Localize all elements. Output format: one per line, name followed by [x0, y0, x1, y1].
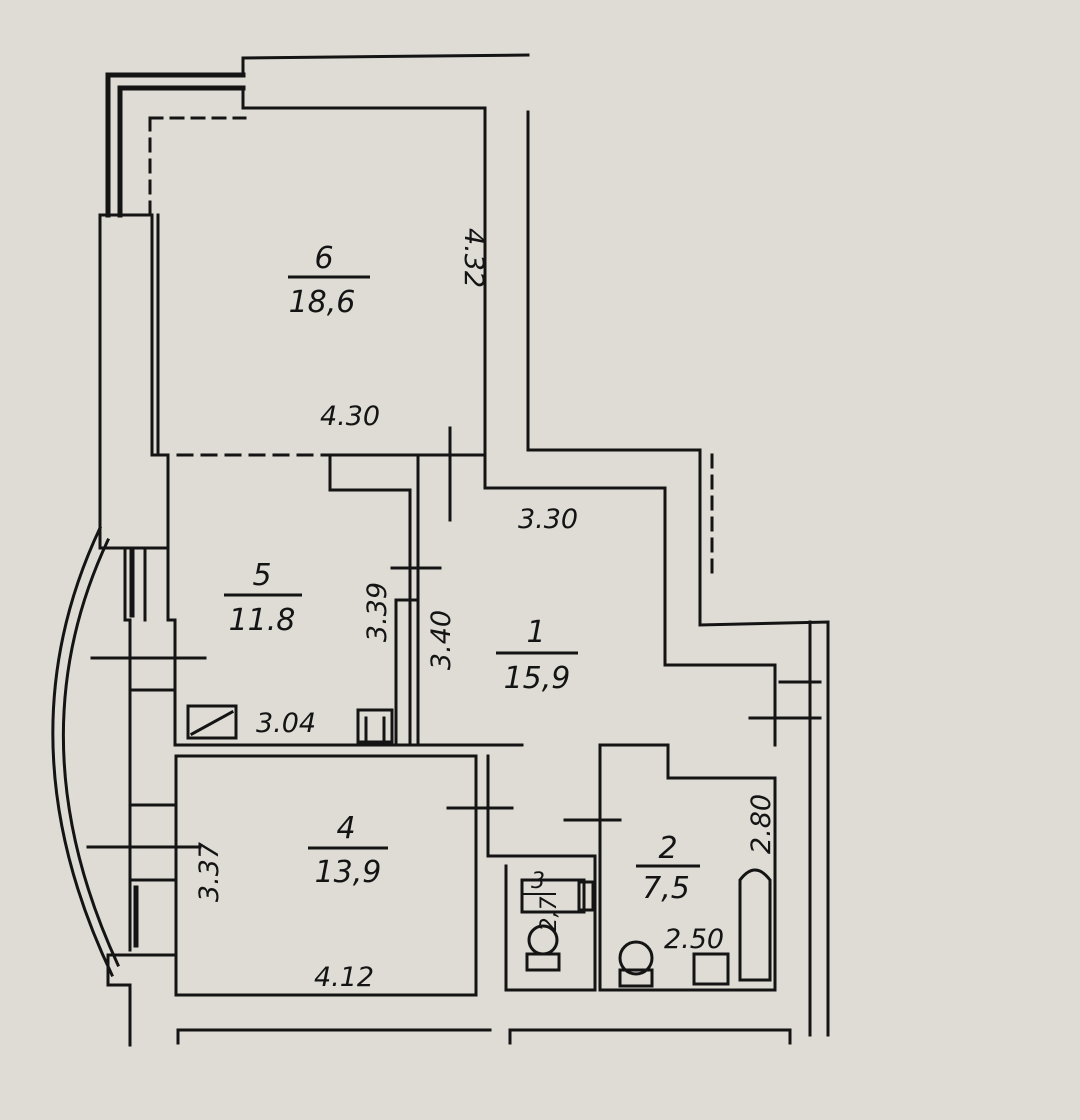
- room-3-number: 3: [531, 869, 545, 894]
- walls: [51, 53, 830, 1047]
- room-2-number: 2: [658, 831, 677, 866]
- room-6-label: 6 18,6: [288, 241, 370, 320]
- room-3-label: 3 2,7: [522, 869, 562, 932]
- room-1-number: 1: [526, 615, 545, 650]
- room-5-label: 5 11.8: [224, 558, 302, 638]
- room-3-area: 2,7: [537, 897, 562, 932]
- room-1-width-dim: 3.30: [518, 504, 578, 535]
- room-2-area: 7,5: [642, 871, 690, 906]
- room-5-number: 5: [252, 558, 271, 593]
- room-4-area: 13,9: [315, 855, 382, 890]
- room-1-label: 1 15,9: [496, 615, 578, 696]
- room-4-walls: [174, 754, 514, 997]
- room-2-width-dim: 2.50: [664, 924, 724, 955]
- room-4-height-dim: 3.37: [194, 842, 225, 902]
- room-1-area: 15,9: [504, 661, 571, 696]
- room-4-label: 4 13,9: [308, 811, 388, 890]
- bathroom-walls: [486, 680, 822, 992]
- room-5-walls: [166, 453, 524, 747]
- room-6-width-dim: 4.30: [320, 401, 380, 432]
- room-5-height-dim: 3.39: [362, 582, 393, 642]
- right-wall: [526, 110, 830, 1037]
- room-6-height-dim: 4.32: [458, 228, 489, 288]
- loggia-top: [105, 53, 530, 218]
- room-6-number: 6: [314, 241, 333, 276]
- room-2-label: 2 7,5: [636, 831, 700, 906]
- partition-6-5: [328, 426, 777, 747]
- room-5-width-dim: 3.04: [256, 708, 316, 739]
- room-6-walls: [148, 106, 487, 457]
- room-5-area: 11.8: [229, 603, 296, 638]
- room-1-height-dim: 3.40: [426, 610, 457, 670]
- bottom-wall: [176, 1028, 792, 1045]
- room-4-width-dim: 4.12: [314, 962, 374, 993]
- room-2-height-dim: 2.80: [746, 794, 777, 854]
- left-facade: [51, 526, 207, 1047]
- room-4-number: 4: [336, 811, 355, 846]
- room-6-area: 18,6: [289, 285, 356, 320]
